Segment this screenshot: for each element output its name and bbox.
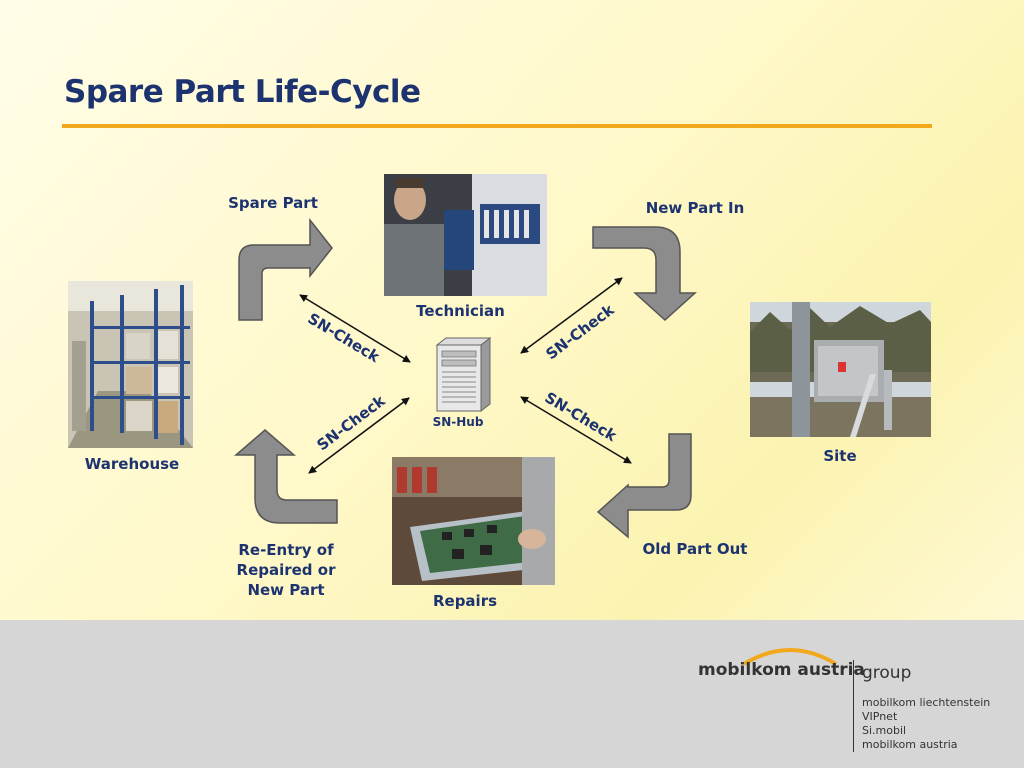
sn-check-connector-top-right — [520, 277, 623, 354]
site-label: Site — [823, 447, 857, 465]
brand-logo-text: mobilkom austria — [698, 660, 865, 680]
new-part-in-arrow — [592, 226, 697, 322]
page-title: Spare Part Life-Cycle — [64, 74, 421, 110]
sn-check-connector-bottom-right — [520, 396, 632, 464]
sn-hub-label: SN-Hub — [432, 415, 484, 429]
brand-member: VIPnet — [862, 710, 898, 723]
old-part-out-label: Old Part Out — [642, 540, 748, 558]
spare-part-arrow — [238, 217, 333, 321]
re-entry-label: Re-Entry of Repaired or New Part — [236, 541, 336, 599]
spare-part-label: Spare Part — [228, 194, 318, 212]
brand-members-list: mobilkom liechtenstein VIPnet Si.mobil m… — [862, 696, 990, 752]
sn-check-label-bottom-left: SN-Check — [314, 391, 390, 454]
title-underline — [62, 124, 932, 128]
sn-check-connector-top-left — [299, 294, 411, 363]
brand-arc-icon — [742, 648, 838, 666]
brand-member: Si.mobil — [862, 724, 907, 737]
sn-check-connector-bottom-left — [308, 397, 410, 474]
warehouse-label: Warehouse — [84, 455, 180, 473]
re-entry-arrow — [233, 429, 338, 524]
brand-divider — [853, 660, 854, 752]
server-icon — [435, 336, 492, 413]
repairs-label: Repairs — [432, 592, 498, 610]
old-part-out-arrow — [596, 433, 692, 539]
brand-group-text: group — [862, 663, 912, 683]
technician-photo — [384, 174, 547, 296]
brand-member: mobilkom liechtenstein — [862, 696, 991, 709]
warehouse-photo — [68, 281, 193, 448]
site-photo — [750, 302, 931, 437]
technician-label: Technician — [416, 302, 505, 320]
brand-member: mobilkom austria — [862, 738, 958, 751]
new-part-in-label: New Part In — [645, 199, 745, 217]
repairs-photo — [392, 457, 555, 585]
